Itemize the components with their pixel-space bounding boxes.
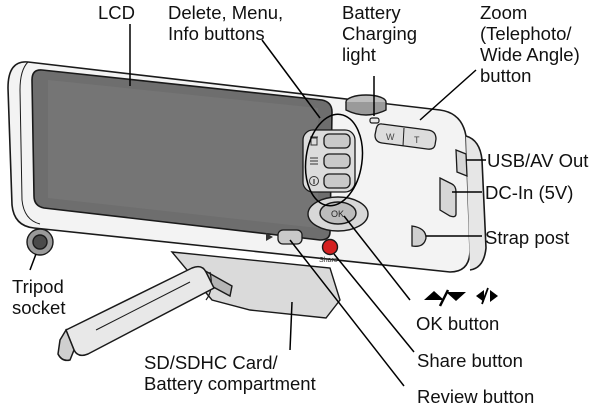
label-delete-menu-info: Delete, Menu, Info buttons [168,2,284,44]
mode-dial [345,94,387,116]
label-ok-button: OK button [416,313,500,334]
label-sd-card-battery: SD/SDHC Card/ Battery compartment [144,352,316,394]
navigation-pad[interactable] [307,196,369,232]
battery-door [57,265,215,362]
review-button[interactable] [277,229,303,245]
menu-icon [310,157,318,165]
leader-circle-buttons [304,113,364,207]
lcd-screen [31,69,333,241]
tripod-socket [26,228,54,256]
strap-post [411,225,427,247]
left-right-arrows-icon [424,287,498,307]
label-usb-av-out: USB/AV Out [487,150,589,171]
label-lcd: LCD [98,2,136,23]
zoom-w-label: W [386,132,395,142]
review-icon [266,233,273,241]
zoom-t-label: T [414,135,420,145]
dc-in-port [439,176,457,218]
delete-button[interactable] [323,133,351,149]
label-share-button: Share button [417,350,523,371]
leader-card [289,301,293,351]
info-icon [309,176,319,186]
leader-tripod [29,253,37,271]
battery-light [369,117,380,124]
label-battery-charging-light: Battery Charging light [342,2,418,65]
ok-label: OK [331,209,344,219]
label-strap-post: Strap post [485,227,570,248]
share-button[interactable] [321,238,339,256]
info-button[interactable] [323,173,351,189]
leader-share [333,253,415,353]
zoom-button[interactable] [374,123,437,150]
label-dc-in: DC-In (5V) [485,182,574,203]
leader-ok [343,215,411,301]
leader-zoom [419,69,477,121]
leader-review [289,239,405,387]
label-tripod-socket: Tripod socket [12,276,66,318]
share-caption: Share [319,257,338,264]
leader-lines [29,24,486,387]
leader-delete-menu [261,39,321,119]
menu-button[interactable] [323,153,351,169]
label-zoom-button: Zoom (Telephoto/ Wide Angle) button [480,2,580,86]
usb-av-port [455,149,468,177]
label-review-button: Review button [417,386,535,407]
